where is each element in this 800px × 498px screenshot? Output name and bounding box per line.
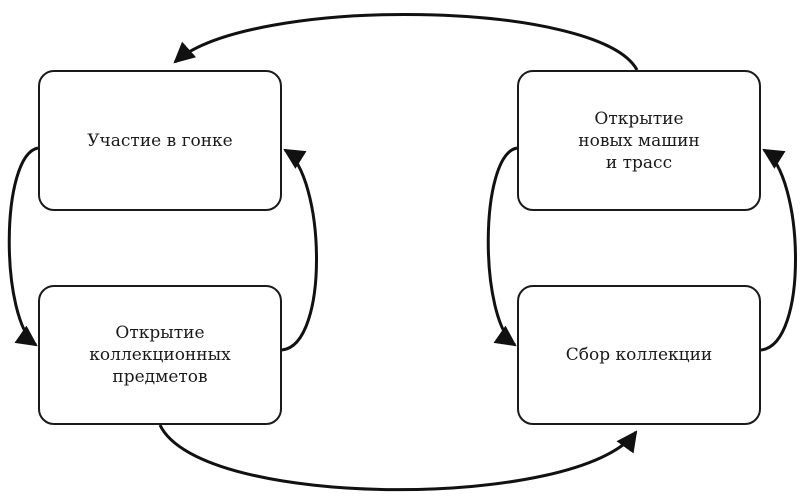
node-text: предметов xyxy=(112,367,208,387)
edge-collect-to-unlock xyxy=(760,148,797,352)
edge-unlock-to-race xyxy=(173,13,639,71)
node-text: коллекционных xyxy=(89,345,231,365)
node-text: Открытие xyxy=(115,323,205,343)
node-open-collectibles: Открытие коллекционных предметов xyxy=(38,285,282,425)
node-text: Сбор коллекции xyxy=(565,345,713,365)
edge-open-collectibles-to-collect xyxy=(158,424,638,492)
node-text: и трасс xyxy=(605,152,673,173)
edge-unlock-to-collect xyxy=(486,146,518,347)
node-collect: Сбор коллекции xyxy=(517,285,761,425)
node-race: Участие в гонке xyxy=(38,70,282,211)
node-text: новых машин xyxy=(578,130,700,151)
node-text: Участие в гонке xyxy=(87,130,233,151)
node-unlock: Открытие новых машин и трасс xyxy=(517,70,761,211)
edge-race-to-open-collectibles xyxy=(7,146,39,347)
node-text: Открытие xyxy=(594,108,684,129)
edge-open-collectibles-to-race xyxy=(281,148,318,352)
